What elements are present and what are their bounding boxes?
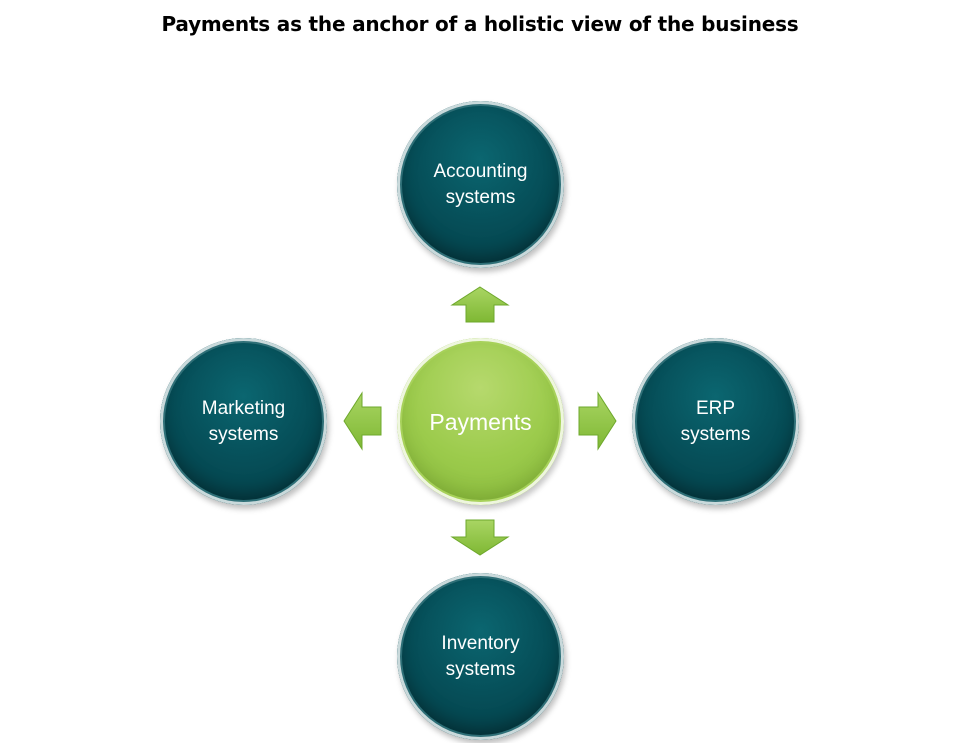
diagram-title: Payments as the anchor of a holistic vie… xyxy=(161,12,799,36)
arrow-left-icon xyxy=(343,391,382,451)
accounting-systems-label: Accounting systems xyxy=(433,160,528,208)
erp-systems-node: ERP systems xyxy=(632,338,799,505)
marketing-systems-label: Marketing systems xyxy=(201,397,286,445)
arrow-right-icon xyxy=(578,391,617,451)
inventory-systems-label: Inventory systems xyxy=(441,632,520,680)
payments-label: Payments xyxy=(429,408,532,435)
accounting-systems-node: Accounting systems xyxy=(397,101,564,268)
payments-center-node: Payments xyxy=(397,338,564,505)
marketing-systems-node: Marketing systems xyxy=(160,338,327,505)
inventory-systems-node: Inventory systems xyxy=(397,573,564,740)
arrow-up-icon xyxy=(450,286,510,323)
arrow-down-icon xyxy=(450,519,510,556)
erp-systems-label: ERP systems xyxy=(680,397,751,445)
